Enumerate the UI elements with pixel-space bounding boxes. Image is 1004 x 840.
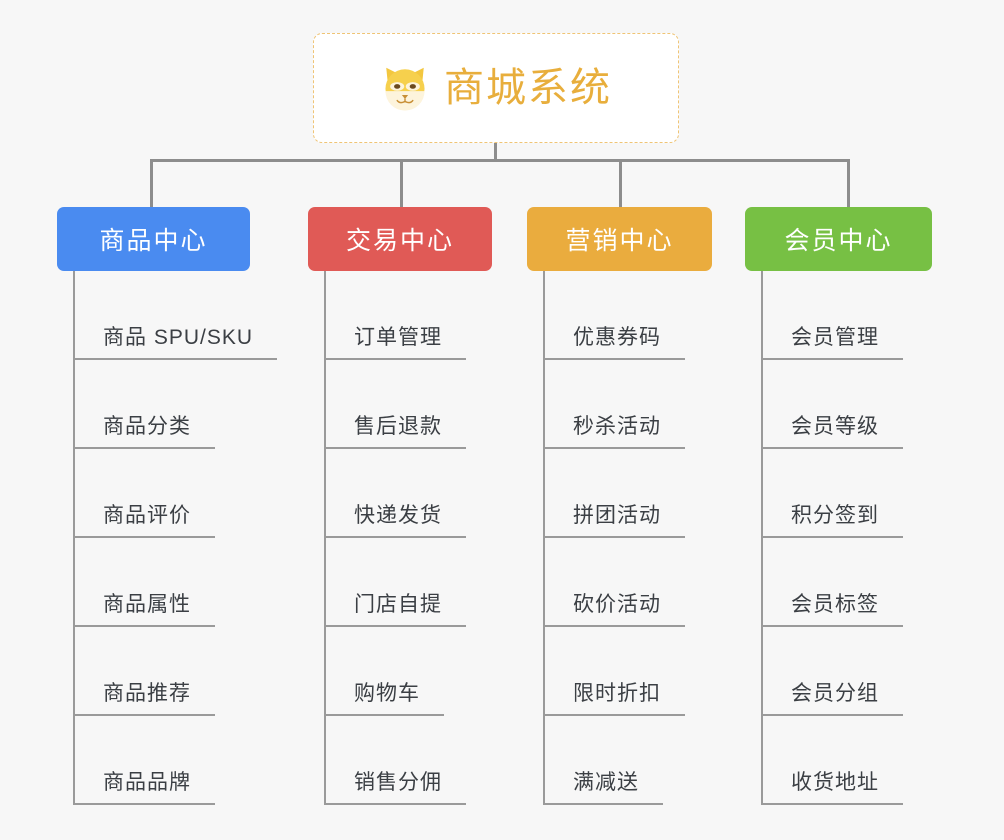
leaf-item[interactable]: 会员管理: [761, 271, 903, 360]
leaf-item-underline: [543, 447, 685, 449]
leaf-item-label: 会员管理: [791, 326, 879, 349]
category-label: 会员中心: [784, 227, 893, 255]
category-label: 商品中心: [99, 227, 208, 255]
leaf-item-label: 优惠券码: [573, 326, 661, 349]
leaf-item-label: 售后退款: [354, 415, 442, 438]
leaf-item-underline: [73, 714, 215, 716]
root-node[interactable]: 商城系统: [313, 33, 679, 143]
leaf-item-underline: [761, 714, 903, 716]
leaf-item-label: 会员等级: [791, 415, 879, 438]
category-label: 交易中心: [345, 227, 454, 255]
leaf-item[interactable]: 会员分组: [761, 627, 903, 716]
branch-trunk: [543, 271, 545, 805]
leaf-item-underline: [73, 358, 277, 360]
leaf-item-underline: [324, 803, 466, 805]
leaf-item-label: 满减送: [573, 771, 639, 794]
leaf-item-label: 销售分佣: [354, 771, 442, 794]
leaf-item-label: 订单管理: [354, 326, 442, 349]
leaf-item-underline: [324, 714, 444, 716]
leaf-item-label: 拼团活动: [573, 504, 661, 527]
leaf-item[interactable]: 拼团活动: [543, 449, 685, 538]
leaf-item-underline: [73, 803, 215, 805]
leaf-item[interactable]: 快递发货: [324, 449, 466, 538]
leaf-item[interactable]: 售后退款: [324, 360, 466, 449]
leaf-item-underline: [761, 803, 903, 805]
leaf-item-underline: [761, 536, 903, 538]
leaf-item-label: 快递发货: [354, 504, 442, 527]
leaf-item-label: 砍价活动: [573, 593, 661, 616]
leaf-item[interactable]: 砍价活动: [543, 538, 685, 627]
connector-drop-2: [400, 159, 403, 209]
leaf-item-label: 会员标签: [791, 593, 879, 616]
leaf-item-label: 积分签到: [791, 504, 879, 527]
branch-trunk: [73, 271, 75, 805]
leaf-item[interactable]: 会员标签: [761, 538, 903, 627]
leaf-item[interactable]: 秒杀活动: [543, 360, 685, 449]
leaf-item[interactable]: 商品 SPU/SKU: [73, 271, 277, 360]
leaf-item-label: 门店自提: [354, 593, 442, 616]
leaf-item-label: 商品属性: [103, 593, 191, 616]
leaf-item-label: 限时折扣: [573, 682, 661, 705]
connector-horizontal-bus: [150, 159, 850, 162]
leaf-item-underline: [73, 536, 215, 538]
leaf-item-label: 秒杀活动: [573, 415, 661, 438]
leaf-item-underline: [543, 358, 685, 360]
leaf-item-underline: [761, 625, 903, 627]
leaf-item[interactable]: 会员等级: [761, 360, 903, 449]
leaf-item-underline: [543, 625, 685, 627]
category-box-product[interactable]: 商品中心: [57, 207, 250, 271]
branch-trunk: [761, 271, 763, 805]
leaf-item-underline: [761, 358, 903, 360]
connector-drop-1: [150, 159, 153, 209]
leaf-item[interactable]: 商品属性: [73, 538, 215, 627]
leaf-item-underline: [761, 447, 903, 449]
leaf-item-label: 收货地址: [791, 771, 879, 794]
leaf-item-underline: [73, 447, 215, 449]
category-box-trade[interactable]: 交易中心: [308, 207, 492, 271]
leaf-item-underline: [324, 447, 466, 449]
leaf-item-label: 商品 SPU/SKU: [103, 326, 254, 349]
leaf-item-underline: [324, 625, 466, 627]
leaf-item-underline: [543, 803, 663, 805]
leaf-item-label: 商品品牌: [103, 771, 191, 794]
leaf-item[interactable]: 门店自提: [324, 538, 466, 627]
leaf-item[interactable]: 积分签到: [761, 449, 903, 538]
branch-trunk: [324, 271, 326, 805]
leaf-item-underline: [324, 358, 466, 360]
connector-root-stem: [494, 143, 497, 161]
category-box-marketing[interactable]: 营销中心: [527, 207, 712, 271]
shiba-dog-face-icon: [385, 67, 425, 111]
leaf-item[interactable]: 优惠券码: [543, 271, 685, 360]
category-label: 营销中心: [565, 227, 674, 255]
leaf-item-label: 会员分组: [791, 682, 879, 705]
leaf-item-underline: [73, 625, 215, 627]
root-title: 商城系统: [444, 66, 612, 110]
leaf-item[interactable]: 商品品牌: [73, 716, 215, 805]
leaf-item[interactable]: 销售分佣: [324, 716, 466, 805]
leaf-item[interactable]: 限时折扣: [543, 627, 685, 716]
connector-drop-4: [847, 159, 850, 209]
leaf-item[interactable]: 收货地址: [761, 716, 903, 805]
leaf-item[interactable]: 订单管理: [324, 271, 466, 360]
leaf-item-label: 购物车: [354, 682, 420, 705]
leaf-item[interactable]: 满减送: [543, 716, 663, 805]
connector-drop-3: [619, 159, 622, 209]
leaf-item-underline: [324, 536, 466, 538]
leaf-item-label: 商品评价: [103, 504, 191, 527]
leaf-item-label: 商品分类: [103, 415, 191, 438]
leaf-item-underline: [543, 536, 685, 538]
leaf-item-label: 商品推荐: [103, 682, 191, 705]
leaf-item[interactable]: 商品评价: [73, 449, 215, 538]
leaf-item[interactable]: 商品推荐: [73, 627, 215, 716]
leaf-item[interactable]: 购物车: [324, 627, 444, 716]
category-box-member[interactable]: 会员中心: [745, 207, 932, 271]
leaf-item[interactable]: 商品分类: [73, 360, 215, 449]
leaf-item-underline: [543, 714, 685, 716]
